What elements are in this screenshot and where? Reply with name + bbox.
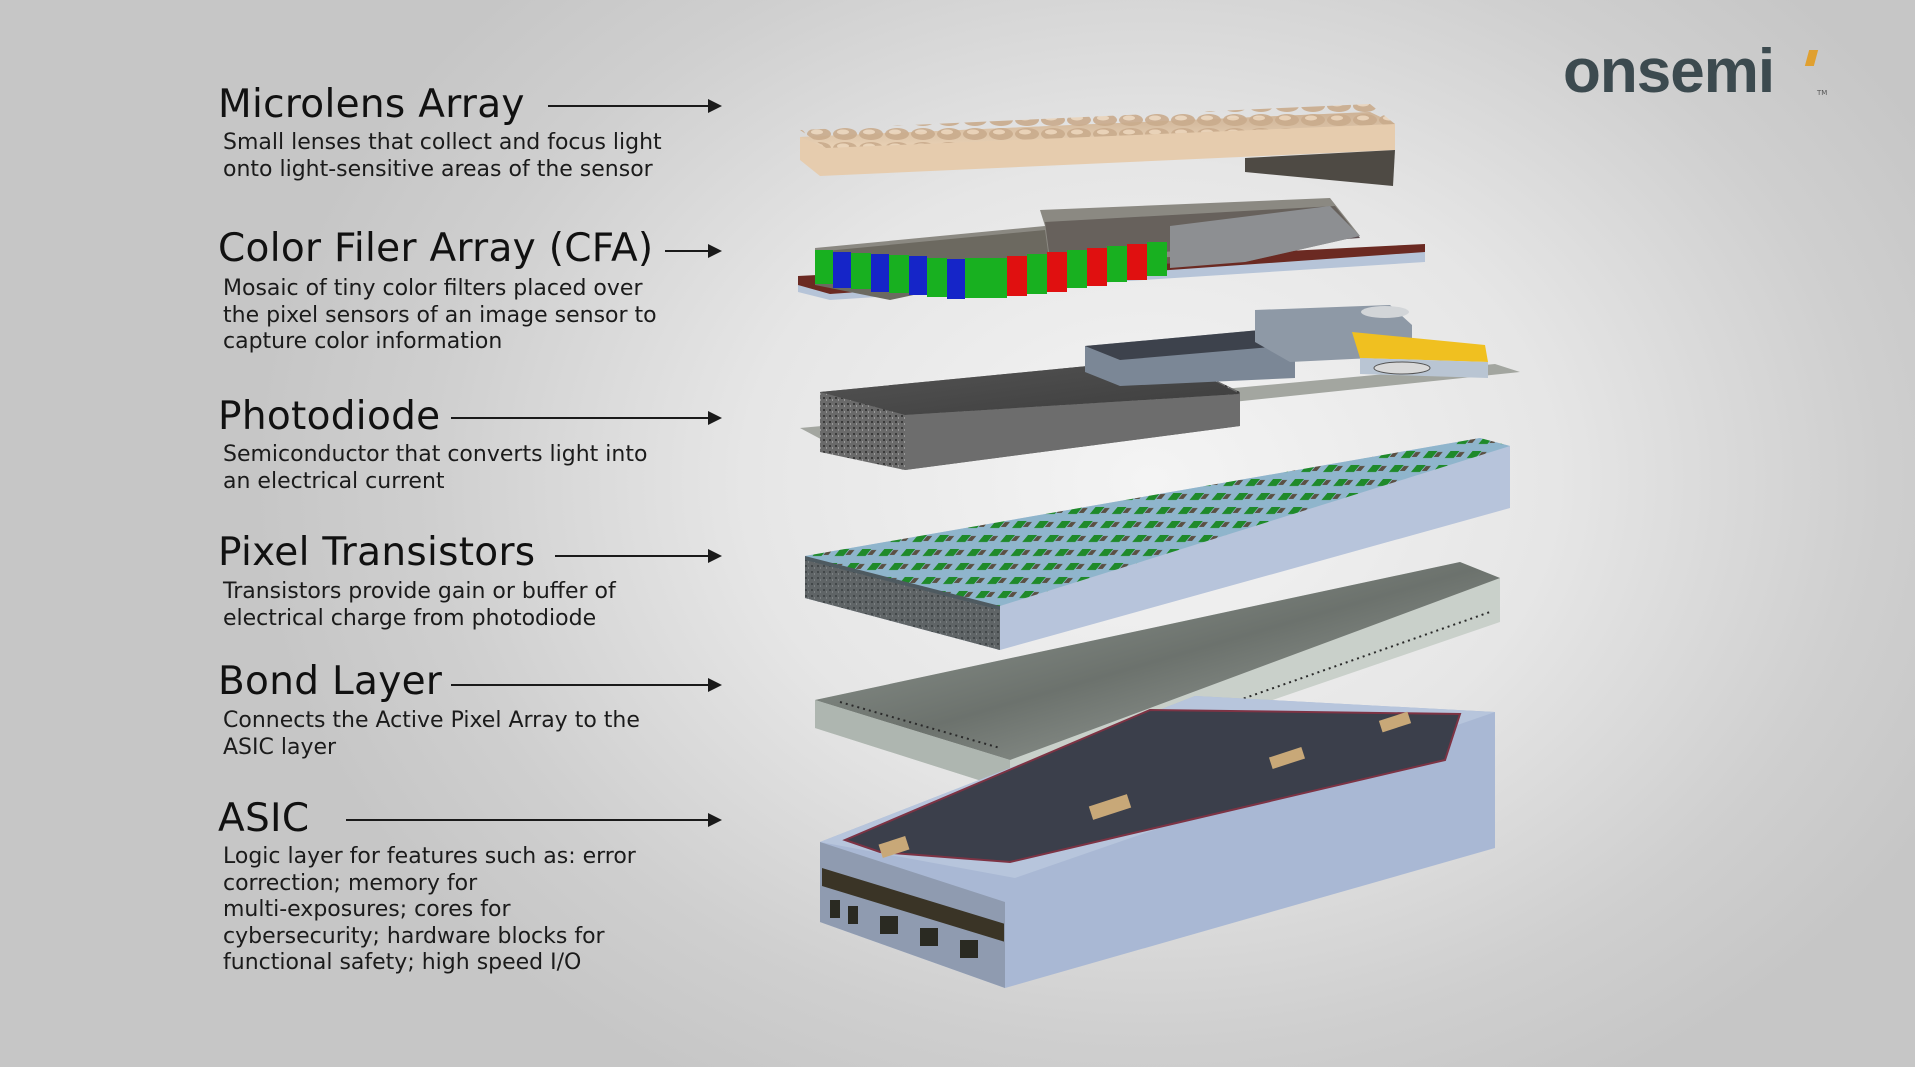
layer-description: Connects the Active Pixel Array to the A… [223, 708, 640, 760]
asic-layer [820, 696, 1495, 988]
layer-description: Transistors provide gain or buffer of el… [223, 579, 616, 631]
layer-title: ASIC [218, 796, 310, 841]
layer-title: Bond Layer [218, 659, 443, 704]
layer-description: Semiconductor that converts light into a… [223, 442, 648, 494]
layer-description: Mosaic of tiny color filters placed over… [223, 276, 657, 354]
layer-description: Small lenses that collect and focus ligh… [223, 130, 662, 182]
arrow-icon [555, 549, 722, 563]
pixel-transistors-layer [805, 438, 1510, 650]
arrow-icon [451, 678, 722, 692]
bond-layer [815, 562, 1500, 790]
layer-title: Photodiode [218, 394, 441, 439]
sensor-stack-illustration [798, 104, 1520, 988]
arrow-icon [346, 813, 722, 827]
logo-accent-mark [1804, 50, 1819, 66]
microlens-layer [800, 104, 1395, 186]
layer-labels: Microlens Array Small lenses that collec… [0, 0, 760, 1067]
photodiode-layer [800, 305, 1520, 470]
layer-title: Microlens Array [218, 82, 525, 127]
arrow-icon [548, 99, 722, 113]
layer-description: Logic layer for features such as: error … [223, 844, 636, 975]
arrow-icon [665, 244, 722, 258]
layer-title: Pixel Transistors [218, 530, 536, 575]
layer-title: Color Filer Array (CFA) [218, 226, 654, 271]
cfa-layer [798, 198, 1425, 300]
trademark-mark: TM [1817, 89, 1828, 97]
arrow-icon [451, 411, 722, 425]
onsemi-logo: onsemi [1563, 37, 1775, 106]
